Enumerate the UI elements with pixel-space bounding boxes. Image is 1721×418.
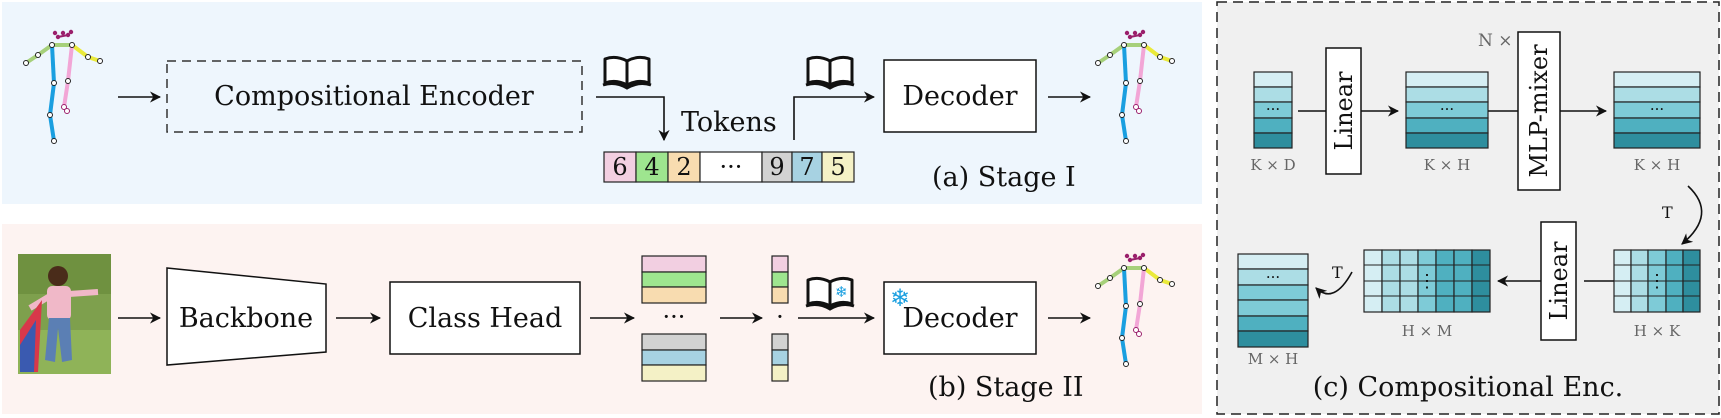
decoder-label-stage2: Decoder	[902, 303, 1017, 334]
encoder-detail-label: (c) Compositional Enc.	[1313, 372, 1624, 403]
matrix-kxd: ···	[1253, 71, 1293, 149]
token-strip: 6 4 2 ··· 9 7 5	[603, 151, 855, 183]
linear-label-2: Linear	[1545, 241, 1573, 321]
logit-row	[641, 333, 707, 351]
matrix-mxh: ···	[1237, 253, 1309, 348]
token-slot	[771, 271, 789, 288]
matrix-kxh-a: ···	[1405, 71, 1489, 149]
decoder-box-stage1	[883, 59, 1037, 133]
input-photo	[18, 254, 111, 374]
matrix-hxk: ⋮	[1613, 249, 1701, 313]
matrix-row	[1237, 284, 1309, 301]
matrix-kxh-b: ···	[1613, 71, 1701, 149]
token-slot	[771, 333, 789, 351]
matrix-row	[1405, 117, 1489, 134]
matrix-ellipsis-vertical: ⋮	[1418, 271, 1436, 292]
codebook-icon	[601, 55, 653, 90]
dim-label-mxh: M × H	[1248, 350, 1299, 368]
token-slot	[771, 364, 789, 382]
matrix-ellipsis: ···	[1266, 268, 1280, 286]
token-cell	[603, 151, 637, 183]
logit-row	[641, 349, 707, 366]
token-value: 2	[676, 153, 691, 181]
transpose-arrow-right	[1681, 185, 1703, 245]
dim-label-kxd: K × D	[1250, 156, 1295, 174]
matrix-row	[1237, 299, 1309, 317]
tokens-label: Tokens	[681, 107, 777, 138]
token-value: 7	[799, 153, 814, 181]
class-head-box	[389, 281, 581, 355]
transpose-arrow-left	[1315, 271, 1353, 299]
mlp-mixer-box	[1517, 31, 1561, 191]
matrix-hxm: ⋮	[1363, 249, 1491, 313]
codebook-icon-decoder	[804, 55, 856, 90]
stage2-label: (b) Stage II	[928, 372, 1084, 403]
matrix-ellipsis: ···	[1266, 100, 1280, 118]
linear-box-2	[1540, 221, 1577, 341]
mlp-mixer-label: MLP-mixer	[1525, 44, 1553, 178]
token-value: 9	[769, 153, 784, 181]
token-slot	[771, 255, 789, 273]
compositional-encoder-label: Compositional Encoder	[214, 81, 534, 112]
logit-row	[641, 286, 707, 304]
token-value: 5	[830, 153, 845, 181]
matrix-row	[1613, 71, 1701, 88]
matrix-row	[1613, 117, 1701, 134]
class-logit-stack: ···	[641, 255, 707, 382]
matrix-row	[1253, 71, 1293, 88]
matrix-row	[1237, 253, 1309, 270]
token-value: 6	[612, 153, 627, 181]
token-slot	[771, 286, 789, 304]
linear-label-1: Linear	[1330, 71, 1358, 151]
selected-token-column: ·	[771, 255, 789, 382]
matrix-row	[1405, 132, 1489, 149]
token-slot	[771, 349, 789, 366]
logit-row	[641, 255, 707, 273]
arrow-encoder-to-tokens	[596, 96, 670, 142]
compositional-encoder-box	[166, 60, 583, 133]
decoder-box-stage2	[883, 281, 1037, 355]
logit-row	[641, 364, 707, 382]
decoder-label-stage1: Decoder	[902, 81, 1017, 112]
token-value: ···	[720, 153, 743, 181]
frozen-snowflake-icon: ❄	[835, 283, 848, 301]
logit-row	[641, 271, 707, 288]
matrix-row	[1613, 132, 1701, 149]
backbone-label: Backbone	[179, 303, 313, 334]
dim-label-kxh-a: K × H	[1424, 156, 1470, 174]
backbone-shape	[166, 267, 327, 366]
token-cell	[821, 151, 855, 183]
dim-label-hxm: H × M	[1402, 322, 1453, 340]
dim-label-kxh-b: K × H	[1634, 156, 1680, 174]
class-head-label: Class Head	[408, 303, 563, 334]
stage1-label: (a) Stage I	[932, 162, 1076, 193]
token-cell	[699, 151, 763, 183]
arrow-tokens-to-decoder	[793, 91, 876, 140]
matrix-ellipsis: ···	[1650, 100, 1664, 118]
frozen-decoder-snowflake-icon: ❄	[890, 284, 910, 312]
token-cell	[635, 151, 669, 183]
matrix-row	[1237, 315, 1309, 332]
matrix-row	[1237, 330, 1309, 348]
matrix-row	[1253, 132, 1293, 149]
token-value: 4	[644, 153, 659, 181]
dim-label-hxk: H × K	[1634, 322, 1681, 340]
transpose-label-right: T	[1662, 203, 1673, 222]
matrix-ellipsis: ···	[1440, 100, 1454, 118]
transpose-label-left: T	[1332, 263, 1343, 282]
matrix-row	[1405, 71, 1489, 88]
matrix-ellipsis-vertical: ⋮	[1648, 271, 1666, 292]
matrix-row	[1253, 117, 1293, 134]
mixer-repeat-label: N ×	[1478, 31, 1513, 51]
token-dot: ·	[776, 303, 784, 331]
logit-ellipsis: ···	[663, 303, 686, 331]
